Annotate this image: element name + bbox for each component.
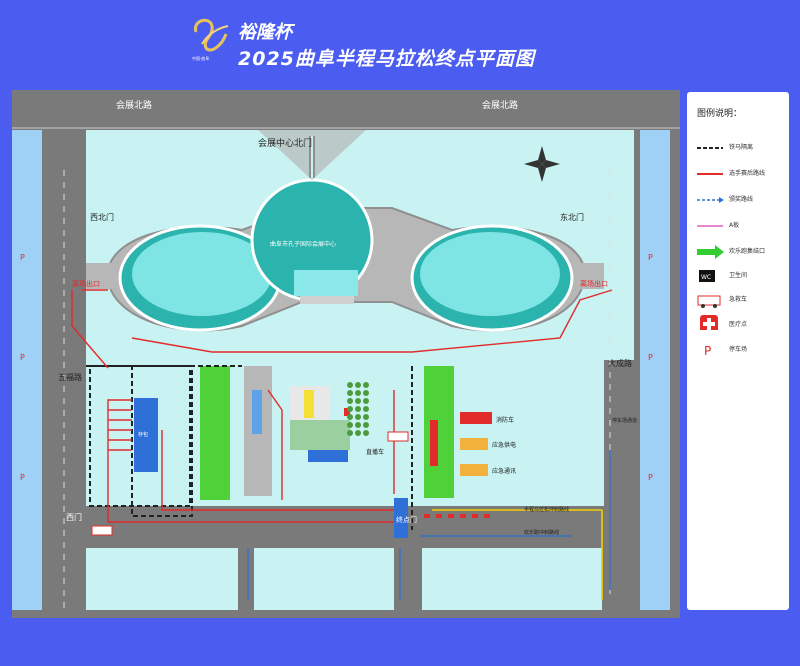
svg-text:P: P [648,353,653,362]
legend-title: 图例说明： [697,109,743,119]
east-water-strip [640,130,670,610]
pink-line-icon [697,225,723,227]
fire-truck-label: 消防车 [496,416,514,424]
legend-item-medical: 医疗点 [693,314,785,336]
storage-tent [134,398,158,472]
north-road-right-label: 会展北路 [482,99,518,111]
nw-gate-label: 西北门 [90,212,114,222]
svg-text:P: P [704,344,711,358]
tree-row [347,382,369,436]
ambulance-icon [91,431,409,536]
power-label: 应急供电 [492,441,516,449]
south-road [86,506,634,548]
svg-text:P: P [648,473,653,482]
blue-booth [308,450,348,462]
west-gate-label: 西门 [66,512,82,522]
post-race-route [71,289,613,523]
venue-map: 会展北路 会展北路 会展中心北门 曲阜市孔子国际会展中心 西北门 东北门 离场出… [12,90,680,618]
broadcast-car-label: 直播车 [366,448,384,456]
happy-run-route [432,509,603,600]
svg-text:P: P [20,353,25,362]
center-label: 曲阜市孔子国际会展中心 [270,240,336,248]
svg-text:P: P [20,473,25,482]
finish-gate-label: 终点门 [396,515,417,524]
awards-route [247,450,611,600]
north-road-left-label: 会展北路 [116,99,152,111]
parking-markers: P P P P P P [20,253,653,482]
svg-text:P: P [20,253,25,262]
finish-gate [394,498,408,538]
legend-item-parking: P 停车场 [693,342,785,358]
legend-panel: 图例说明： 铁马隔离 选手赛后路线 颁奖路线 A板 欢乐跑集结口 WC 卫生间 … [687,92,789,610]
legend-item-awards: 颁奖路线 [693,192,785,208]
page-title: 2025曲阜半程马拉松终点平面图 [238,48,535,70]
header: 中国·曲阜 裕隆杯 2025曲阜半程马拉松终点平面图 [188,14,608,78]
south-center-ground [254,548,394,610]
legend-item-ambulance: 急救车 [693,292,785,308]
dashed-line-icon [697,147,723,149]
west-road-label: 五福路 [58,372,82,382]
legend-item-a-board: A板 [693,218,785,234]
south-west-ground [86,548,238,610]
west-water-strip [12,130,42,610]
legend-item-happy-run: 欢乐跑集结口 [693,244,785,260]
convention-center [106,178,586,332]
west-lawn [200,366,230,500]
storage-label: 存包 [138,431,148,438]
west-road [42,130,86,610]
green-arrow-icon [697,245,724,259]
barrier-cones [424,514,490,518]
wc-icon: WC [699,270,715,282]
happy-run-lane-label: 半程马拉松冲刺路线 [524,506,569,513]
ne-gate-label: 东北门 [560,212,584,222]
east-road-label: 大成路 [608,358,632,368]
compass-icon [524,146,560,182]
event-logo: 中国·曲阜 [192,18,229,61]
red-medical-strip [430,420,438,466]
parking-icon: P [704,344,711,358]
red-line-icon [697,173,723,175]
half-marathon-lane-label: 欢乐跑冲刺路线 [524,529,559,536]
svg-text:P: P [648,253,653,262]
south-east-ground [422,548,602,610]
exit-left-label: 离场出口 [72,279,100,288]
small-blue-booth [252,390,262,434]
yellow-booth [304,390,314,418]
map-canvas: 会展北路 会展北路 会展中心北门 曲阜市孔子国际会展中心 西北门 东北门 离场出… [12,90,680,618]
exit-right-label: 离场出口 [580,279,608,288]
fire-truck-icon [460,412,492,476]
svg-text:WC: WC [701,274,711,281]
east-lane-label: 停车场通道 [612,417,637,424]
title-line-1: 裕隆杯 [238,22,292,43]
blue-arrow-icon [697,197,724,203]
medical-icon [700,315,718,330]
north-gate-label: 会展中心北门 [258,137,312,149]
iron-fence-barriers [86,365,413,530]
legend-item-route: 选手赛后路线 [693,166,785,182]
ambulance-icon [697,295,721,308]
svg-text:中国·曲阜: 中国·曲阜 [192,55,209,61]
comms-label: 应急通讯 [492,467,516,475]
legend-item-wc: WC 卫生间 [693,268,785,284]
legend-item-fence: 铁马隔离 [693,140,785,156]
east-lawn [424,366,454,498]
